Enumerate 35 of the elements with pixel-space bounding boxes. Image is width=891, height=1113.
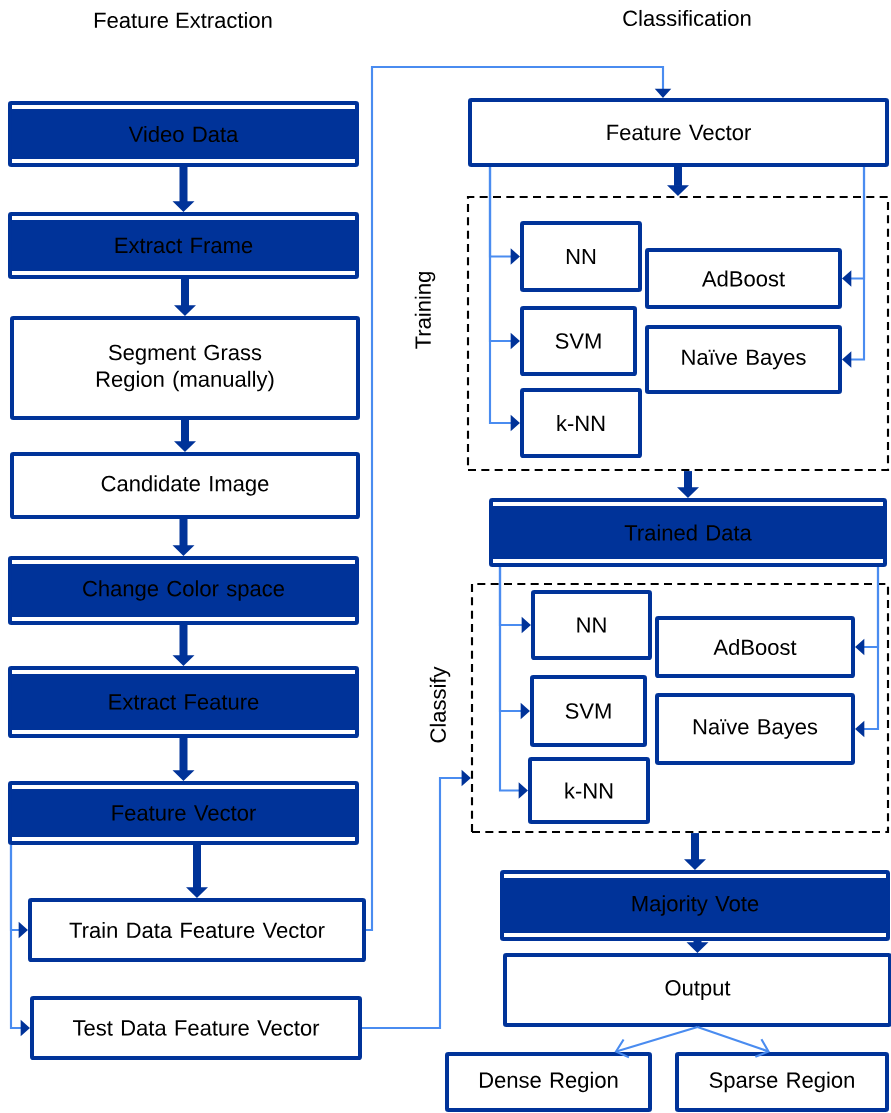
arrow (842, 167, 866, 368)
arrow (362, 769, 471, 1030)
process-box: SVM (530, 675, 647, 747)
process-box: Test Data Feature Vector (30, 996, 362, 1060)
process-box: k-NN (520, 388, 642, 458)
process-box: Train Data Feature Vector (28, 898, 366, 962)
process-box: NN (520, 221, 642, 292)
arrow (697, 1026, 770, 1058)
group-label: Training (414, 272, 436, 349)
banner-box: Video Data (8, 101, 359, 167)
arrow (614, 1026, 698, 1059)
process-box: Feature Vector (468, 98, 889, 167)
process-box: Sparse Region (675, 1052, 889, 1112)
process-box: k-NN (528, 757, 650, 824)
process-box: Naïve Bayes (655, 693, 855, 765)
banner-box: Feature Vector (8, 781, 359, 845)
process-box: Output (503, 953, 891, 1027)
heading: Feature Extraction (94, 11, 272, 29)
banner-box: Trained Data (489, 498, 887, 567)
group-label: Classify (429, 666, 451, 743)
process-box: NN (531, 590, 652, 660)
process-box: AdBoost (655, 616, 855, 678)
process-box: Naïve Bayes (645, 325, 842, 394)
heading: Classification (623, 9, 751, 27)
process-box: Candidate Image (10, 452, 360, 519)
banner-box: Extract Feature (8, 666, 359, 738)
arrow (365, 65, 672, 932)
banner-box: Majority Vote (500, 870, 890, 941)
arrow (855, 567, 880, 738)
process-box: SVM (520, 306, 637, 376)
process-box: Dense Region (445, 1052, 652, 1112)
process-box: Segment Grass Region (manually) (10, 316, 360, 420)
process-box: AdBoost (645, 248, 842, 309)
banner-box: Extract Frame (8, 212, 359, 279)
banner-box: Change Color space (8, 556, 359, 625)
